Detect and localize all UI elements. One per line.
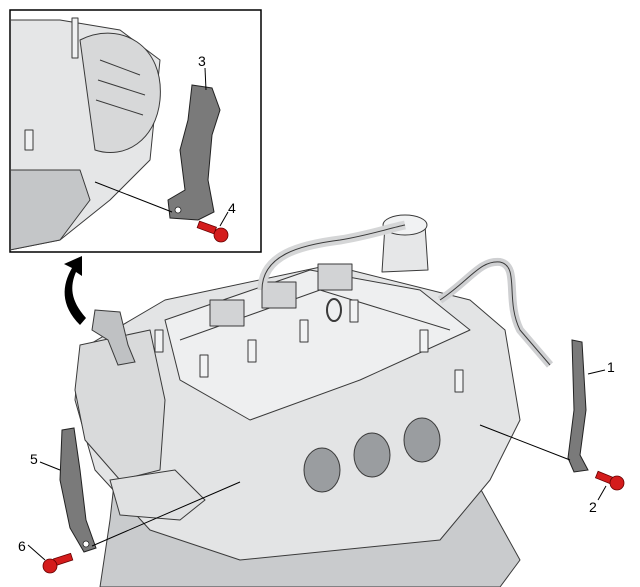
inset-stud [71,17,79,59]
coolant-hose-outline [261,224,406,291]
leader-3 [204,67,207,91]
inset-stud-2 [24,129,34,151]
coil-pack-1 [209,299,245,327]
leader-lines [27,369,607,561]
callout-6: 6 [18,538,26,554]
leader-6 [27,544,46,561]
bracket-inset [167,84,221,221]
intake-port-2 [353,432,391,478]
callout-4: 4 [228,200,236,216]
bracket-left-hole [82,540,90,548]
bracket-inset-hole [174,206,182,214]
bracket-left [59,427,97,553]
flange-bolt-icon [594,470,625,491]
callout-3: 3 [198,53,206,69]
callout-2: 2 [589,499,597,515]
leader-bracket-inset-to-engine [94,181,173,213]
flange-bolt-icon [42,552,74,574]
intake-port-1 [303,447,341,493]
coil-pack-2 [261,281,297,309]
leader-5 [39,461,61,471]
curved-arrow-icon [64,256,86,325]
detail-inset [9,9,262,253]
flange-bolt-icon [196,220,229,243]
inset-flywheel-housing [79,32,161,154]
intake-port-3 [403,417,441,463]
bracket-installed [91,309,136,366]
cam-cover-studs [154,299,464,393]
callout-1: 1 [607,359,615,375]
leader-2 [597,485,607,501]
engine-assembly [74,214,554,587]
callout-5: 5 [30,451,38,467]
inset-lower-block [11,169,91,251]
leader-bracket-right-to-engine [479,424,571,461]
leader-4 [219,211,229,227]
dipstick-handle [326,298,342,322]
leader-bracket-left-to-engine [91,481,241,547]
breather-hose-outline [439,261,551,366]
bracket-right [567,339,589,473]
coil-pack-3 [317,263,353,291]
leader-1 [587,369,606,375]
inset-housing-ribs [95,59,146,116]
